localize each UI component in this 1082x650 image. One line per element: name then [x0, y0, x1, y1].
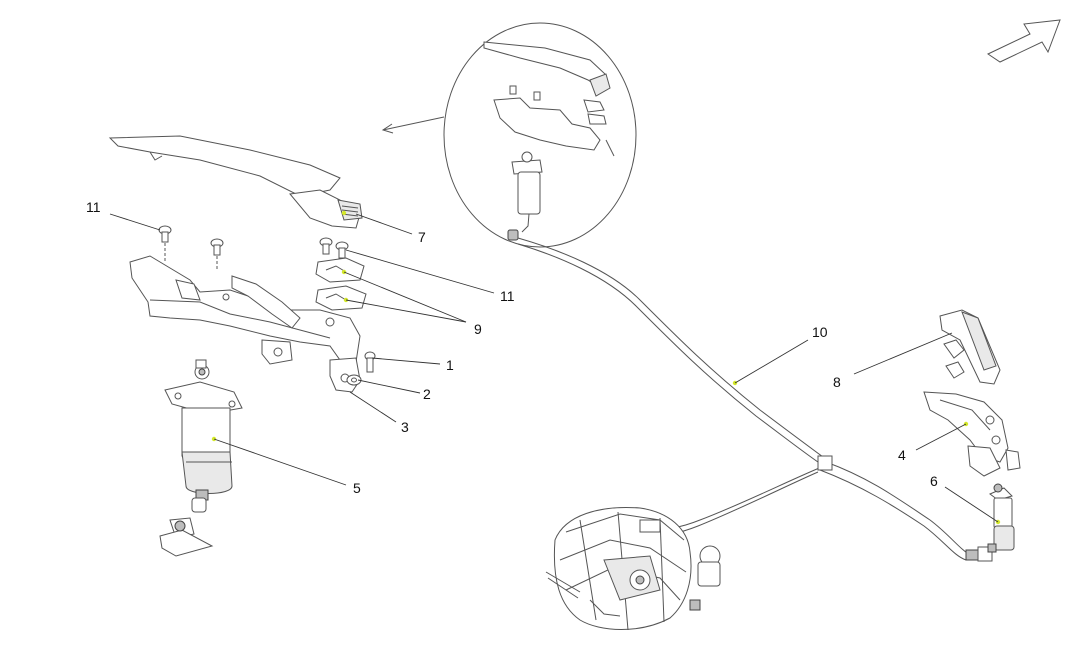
direction-arrow-icon — [986, 19, 1061, 63]
grille-cover — [108, 135, 363, 229]
callout-4: 4 — [898, 447, 906, 463]
clip-set-9 — [315, 257, 367, 311]
callout-7: 7 — [418, 229, 426, 245]
callout-9: 9 — [474, 321, 482, 337]
callout-labels: 11 7 11 9 1 2 3 5 10 8 4 6 — [86, 199, 938, 496]
washer-nozzle-6 — [987, 483, 1015, 553]
callout-3: 3 — [401, 419, 409, 435]
mounting-bracket — [129, 255, 361, 393]
bolt-washer — [346, 351, 376, 386]
callout-1: 1 — [446, 357, 454, 373]
washer-nozzle-5 — [159, 359, 243, 557]
washer-hose — [517, 237, 993, 562]
detail-view — [381, 22, 637, 248]
callout-8: 8 — [833, 374, 841, 390]
washer-reservoir — [545, 507, 721, 631]
callout-6: 6 — [930, 473, 938, 489]
callout-5: 5 — [353, 480, 361, 496]
leader-lines — [109, 213, 999, 523]
callout-11-left: 11 — [86, 199, 101, 215]
grille-piece-8 — [939, 309, 1001, 385]
callout-10: 10 — [812, 324, 828, 340]
callout-11-right: 11 — [500, 288, 515, 304]
bracket-4 — [923, 339, 1021, 477]
screw-set-11 — [158, 225, 349, 270]
callout-2: 2 — [423, 386, 431, 402]
pointer-arrow-icon — [381, 116, 445, 134]
